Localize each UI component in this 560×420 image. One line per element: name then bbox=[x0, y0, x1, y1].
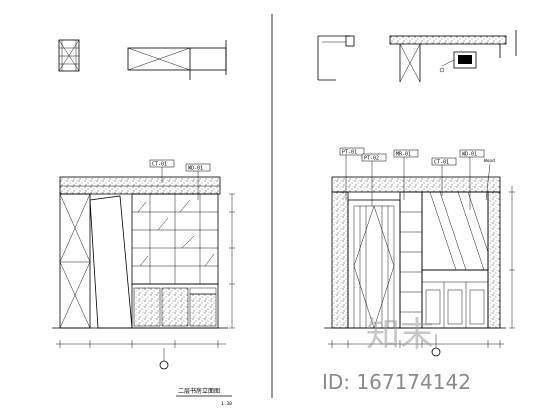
right-section-marker bbox=[431, 334, 441, 357]
left-crossed-panel bbox=[59, 193, 91, 329]
right-material-tag-1: PT-01 bbox=[339, 147, 365, 200]
right-tag-label-1: PT-01 bbox=[342, 150, 357, 156]
left-vertical-dimension bbox=[229, 193, 235, 329]
left-material-tag-2: WD-01 bbox=[185, 163, 211, 200]
left-tag-label-2: WD-01 bbox=[188, 166, 203, 172]
left-ceiling-band bbox=[59, 176, 221, 195]
right-stone-column-left bbox=[331, 191, 349, 329]
watermark-logo-text: 知末 bbox=[366, 315, 434, 355]
right-tag-label-2: PT-02 bbox=[364, 156, 379, 162]
left-section-marker bbox=[159, 348, 169, 370]
left-lower-cabinets bbox=[131, 283, 219, 329]
detail-beam-section bbox=[127, 40, 227, 80]
right-door bbox=[347, 199, 401, 329]
right-panel: PT-01 PT-02 MR-01 CT-01 WD-01 Wood bbox=[317, 30, 517, 357]
right-side-shelving bbox=[399, 191, 423, 329]
watermark: 知末 ID: 167174142 bbox=[322, 315, 471, 394]
left-material-tag-1: CT-01 bbox=[149, 159, 175, 183]
right-detail-beam bbox=[389, 30, 517, 83]
right-ceiling-band bbox=[331, 176, 501, 193]
angled-side-panel bbox=[89, 195, 133, 329]
right-detail-column bbox=[317, 35, 355, 81]
detail-crossed-column bbox=[58, 39, 80, 72]
right-material-tag-4: CT-01 bbox=[431, 157, 457, 196]
right-tag-label-5: WD-01 bbox=[462, 152, 477, 158]
right-horizontal-dimension bbox=[328, 340, 504, 348]
left-drawing-title: 二层书房立面图 1:30 bbox=[176, 387, 232, 407]
left-scale-text: 1:30 bbox=[221, 401, 232, 407]
right-tag-label-3: MR-01 bbox=[396, 152, 411, 158]
right-stone-column-right bbox=[487, 191, 501, 329]
right-mirror-panel bbox=[421, 191, 489, 271]
watermark-id-text: ID: 167174142 bbox=[322, 370, 471, 394]
left-shelving bbox=[131, 193, 219, 285]
left-tag-label-1: CT-01 bbox=[152, 162, 167, 168]
right-vertical-dimension bbox=[509, 186, 515, 329]
right-tag-label-4: CT-01 bbox=[434, 160, 449, 166]
right-note-callout: Wood bbox=[484, 158, 495, 201]
right-material-tag-5: WD-01 bbox=[459, 149, 485, 210]
left-title-text: 二层书房立面图 bbox=[178, 387, 220, 395]
right-material-tag-2: PT-02 bbox=[361, 153, 387, 206]
left-horizontal-dimension bbox=[56, 340, 226, 348]
right-note-text: Wood bbox=[484, 158, 495, 164]
left-panel: CT-01 WD-01 二层书房立面图 1:30 bbox=[52, 39, 235, 407]
right-material-tag-3: MR-01 bbox=[393, 149, 419, 200]
